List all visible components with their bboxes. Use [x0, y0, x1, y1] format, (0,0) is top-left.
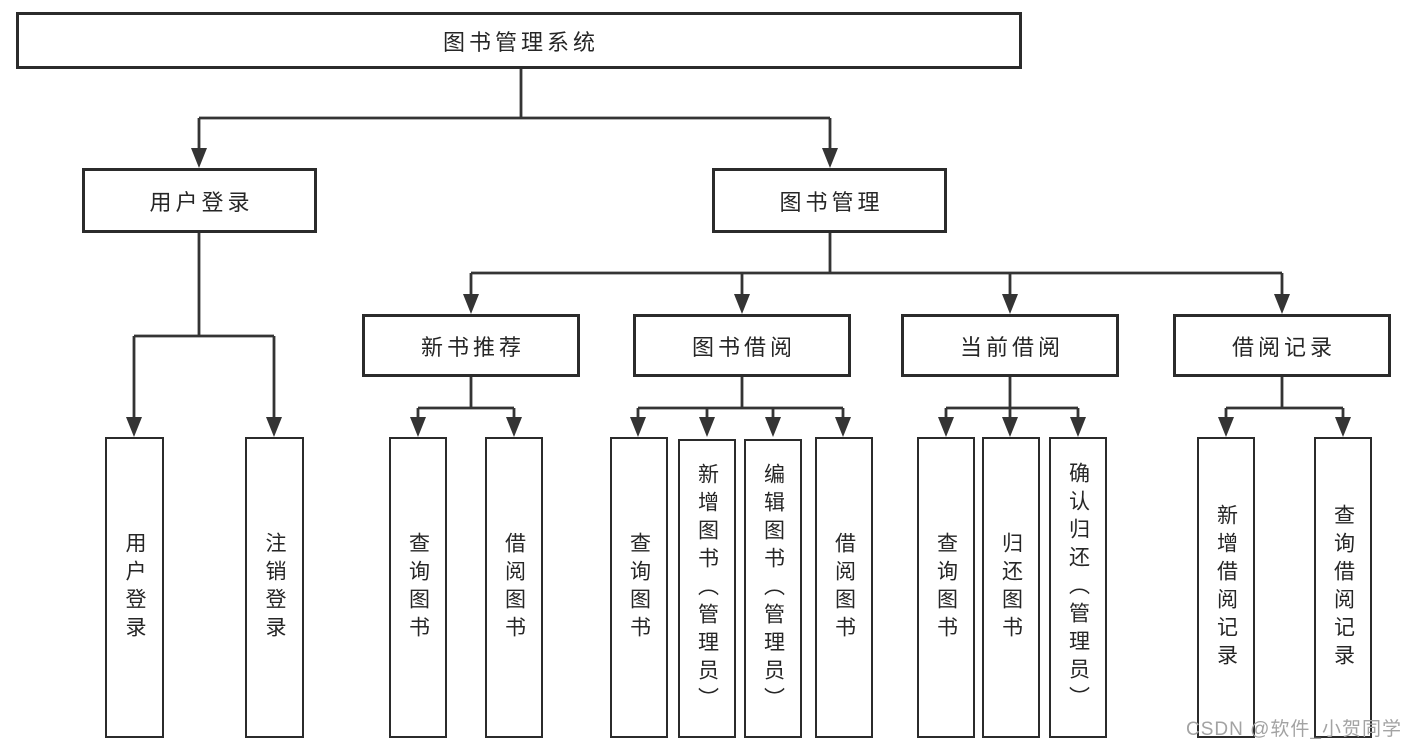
node-new-book-recommendation: 新书推荐 [362, 314, 580, 377]
node-borrowing-records: 借阅记录 [1173, 314, 1391, 377]
leaf-return-books: 归还图书 [982, 437, 1040, 738]
node-user-login: 用户登录 [82, 168, 317, 233]
node-root-library-management-system: 图书管理系统 [16, 12, 1022, 69]
leaf-borrow-books-borrowing: 借阅图书 [815, 437, 873, 738]
tree-edges [132, 69, 1345, 419]
leaf-query-borrow-record: 查询借阅记录 [1314, 437, 1372, 738]
node-book-borrowing: 图书借阅 [633, 314, 851, 377]
node-book-management: 图书管理 [712, 168, 947, 233]
leaf-query-books-recommend: 查询图书 [389, 437, 447, 738]
csdn-watermark: CSDN @软件_小贺同学 [1186, 719, 1402, 740]
leaf-add-borrow-record: 新增借阅记录 [1197, 437, 1255, 738]
leaf-logout: 注销登录 [245, 437, 304, 738]
leaf-edit-books-admin: 编辑图书（管理员） [744, 439, 802, 738]
arrowheads [126, 148, 1351, 437]
node-current-borrowing: 当前借阅 [901, 314, 1119, 377]
leaf-user-login: 用户登录 [105, 437, 164, 738]
leaf-borrow-books-recommend: 借阅图书 [485, 437, 543, 738]
leaf-add-books-admin: 新增图书（管理员） [678, 439, 736, 738]
leaf-query-books-borrowing: 查询图书 [610, 437, 668, 738]
leaf-confirm-return-admin: 确认归还（管理员） [1049, 437, 1107, 738]
leaf-query-books-current: 查询图书 [917, 437, 975, 738]
